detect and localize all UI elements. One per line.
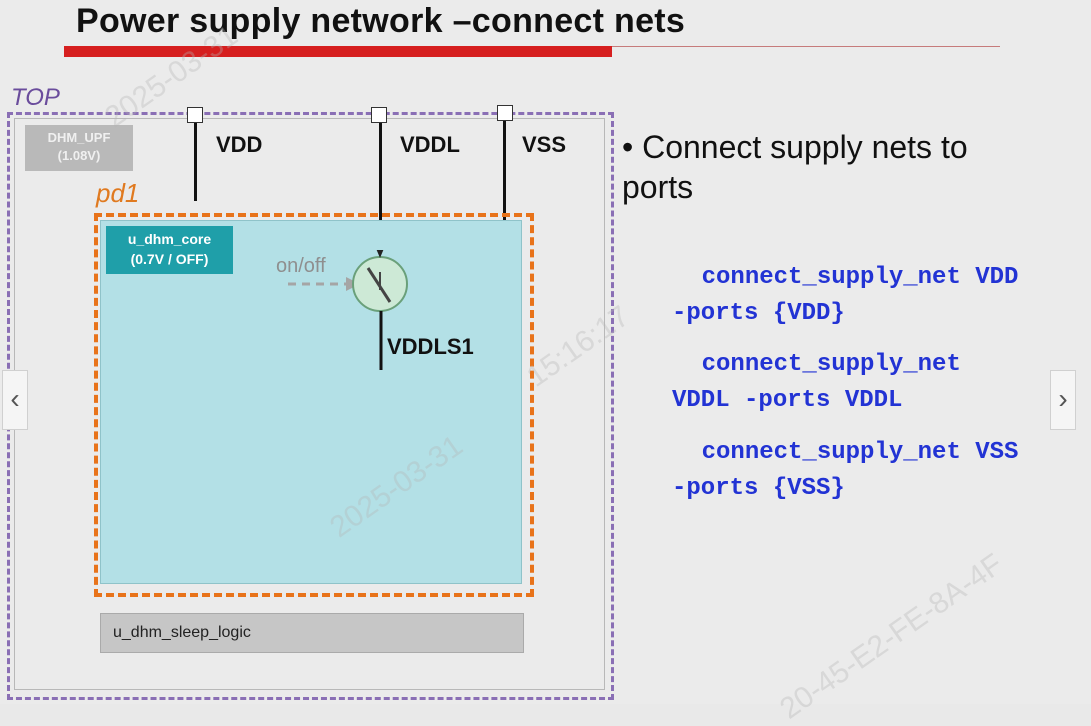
next-slide-button[interactable]: › <box>1050 370 1076 430</box>
command-3: connect_supply_net VSS -ports {VSS} <box>644 399 1018 579</box>
core-block-label: u_dhm_core (0.7V / OFF) <box>106 226 233 274</box>
vdd-port <box>187 107 203 123</box>
vddls1-net-label: VDDLS1 <box>387 334 474 359</box>
vddl-port <box>371 107 387 123</box>
bullet-connect-supply-nets: • Connect supply nets to ports <box>622 127 1042 207</box>
command-1-line1: connect_supply_net VDD <box>701 264 1019 291</box>
top-domain-label: TOP <box>11 84 60 111</box>
core-region <box>100 220 522 584</box>
switch-control-label: on/off <box>276 255 326 277</box>
power-switch-icon <box>288 250 408 370</box>
top-upf-name: DHM_UPF <box>47 130 111 145</box>
command-3-line2: -ports {VSS} <box>672 475 845 502</box>
sleep-logic-block: u_dhm_sleep_logic <box>100 613 524 653</box>
pd1-boundary <box>94 213 534 597</box>
switch-input-arrow <box>376 250 384 258</box>
slide-title: Power supply network –connect nets <box>76 2 686 40</box>
command-1: connect_supply_net VDD -ports {VDD} <box>644 224 1018 404</box>
top-upf-voltage: (1.08V) <box>57 148 101 163</box>
vss-port <box>497 105 513 121</box>
core-voltage: (0.7V / OFF) <box>130 251 209 267</box>
command-2-line2: VDDL -ports VDDL <box>672 387 903 414</box>
pd1-label: pd1 <box>96 178 140 208</box>
bullet-dot: • <box>622 129 643 165</box>
title-underline-red <box>64 46 612 57</box>
vdd-net-line <box>194 123 197 201</box>
vddl-net-label: VDDL <box>400 132 460 157</box>
command-1-line2: -ports {VDD} <box>672 300 845 327</box>
vddl-net-line <box>379 123 382 261</box>
core-name: u_dhm_core <box>127 231 212 247</box>
command-2-line1: connect_supply_net <box>701 351 961 378</box>
command-3-line1: connect_supply_net VSS <box>701 439 1019 466</box>
bullet-text: Connect supply nets to ports <box>622 129 968 205</box>
title-underline-thin <box>612 46 1000 47</box>
vss-net-label: VSS <box>522 132 567 157</box>
vdd-net-label: VDD <box>216 132 263 157</box>
vss-net-line <box>503 121 506 239</box>
top-upf-block: DHM_UPF (1.08V) <box>25 125 133 171</box>
prev-slide-button[interactable]: ‹ <box>2 370 28 430</box>
